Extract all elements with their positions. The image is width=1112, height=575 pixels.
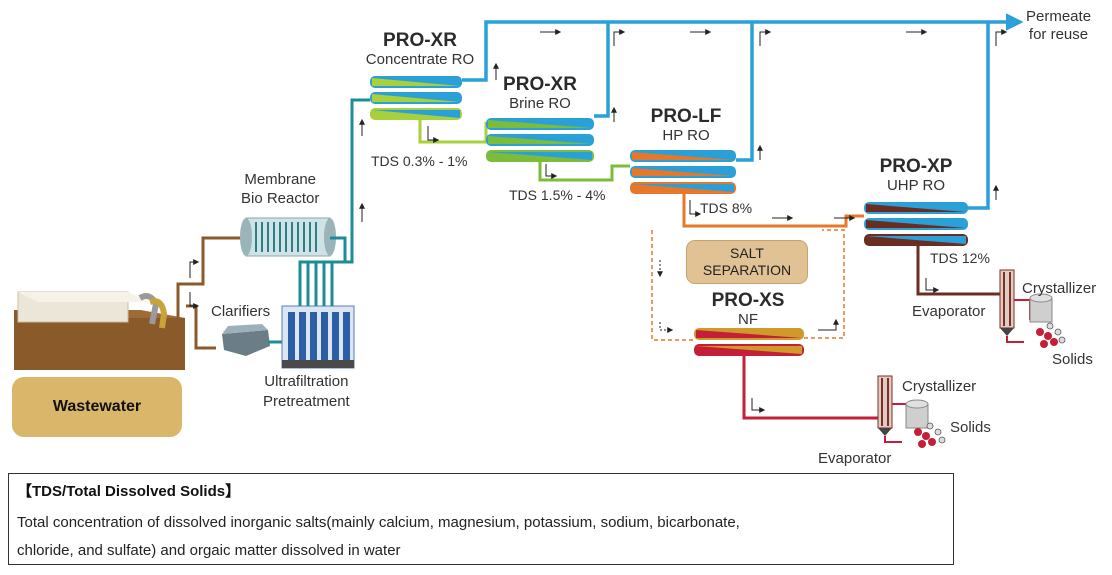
salt-separation-line1: SALT [730,245,764,261]
uf-label-line2: Pretreatment [263,393,350,410]
mbr-label-line2: Bio Reactor [241,190,320,207]
clarifiers-label: Clarifiers [211,303,271,320]
uf-label: Ultrafiltration Pretreatment [263,372,350,412]
uf-label-line1: Ultrafiltration [264,373,349,390]
tds-label-2: TDS 1.5% - 4% [509,187,606,203]
tds-definition-line1: Total concentration of dissolved inorgan… [17,514,740,531]
pro-xp-sub: UHP RO [886,177,946,194]
solids-bottom-label: Solids [950,419,991,436]
solids-right-label: Solids [1052,351,1093,368]
tds-label-1: TDS 0.3% - 1% [371,153,468,169]
permeate-label-line2: for reuse [1028,26,1089,43]
process-flow-diagram [14,13,1066,448]
pro-xr-brine-name: PRO-XR [503,74,577,95]
salt-separation-box: SALT SEPARATION [686,240,808,284]
pro-xr-concentrate-sub: Concentrate RO [365,51,475,68]
tds-definition-body: Total concentration of dissolved inorgan… [17,509,945,565]
clarifier-icon [222,324,270,356]
tds-definition-box: 【TDS/Total Dissolved Solids】 Total conce… [8,473,954,565]
pro-lf-sub: HP RO [662,127,710,144]
pro-lf-hp-vessels [630,150,736,194]
pro-xr-brine-vessels [486,118,594,162]
pro-xr-concentrate-vessels [370,76,462,120]
permeate-label-line1: Permeate [1026,8,1092,25]
pro-xs-name: PRO-XS [711,290,785,311]
ultrafiltration-skid-icon [281,305,355,369]
crystallizer-right-label: Crystallizer [1022,280,1097,297]
pro-xr-concentrate-name: PRO-XR [383,30,457,51]
pro-xs-sub: NF [738,311,758,328]
crystallizer-bottom-label: Crystallizer [902,378,977,395]
tds-definition-title: 【TDS/Total Dissolved Solids】 [17,483,241,500]
flow-arrows-wastewater [189,259,200,309]
wastewater-label: Wastewater [12,377,182,437]
pro-lf-name: PRO-LF [650,106,722,127]
tds-label-4: TDS 12% [930,250,990,266]
pro-xs-title: PRO-XS NF [700,290,796,328]
permeate-pipes [462,20,1012,210]
evaporator-right-label: Evaporator [912,303,986,320]
salt-separation-loop [651,229,845,341]
salt-separation-line2: SEPARATION [702,262,792,278]
pro-lf-title: PRO-LF HP RO [640,106,732,144]
pro-xp-title: PRO-XP UHP RO [868,156,964,194]
pro-xs-nf-vessels [694,328,804,356]
pro-xr-concentrate-title: PRO-XR Concentrate RO [356,30,484,68]
evaporator-bottom-label: Evaporator [818,450,892,467]
pro-xp-uhp-vessels [864,202,968,246]
wastewater-tank-icon [14,291,185,370]
evaporator-crystallizer-right-icon [999,269,1066,348]
tds-label-3: TDS 8% [700,200,753,216]
evaporator-crystallizer-bottom-icon [877,375,946,448]
pretreatment-pipes [298,98,370,306]
pro-xr-brine-sub: Brine RO [509,95,571,112]
mbr-label-line1: Membrane [244,171,317,188]
mbr-label: Membrane Bio Reactor [241,170,319,208]
permeate-label: Permeate for reuse [1026,8,1091,44]
flow-arrows-permeate [493,29,1008,200]
membrane-bioreactor-icon [240,217,336,257]
pro-xp-name: PRO-XP [879,156,953,177]
tds-definition-line2: chloride, and sulfate) and orgaic matter… [17,542,401,559]
pro-xr-brine-title: PRO-XR Brine RO [494,74,586,112]
